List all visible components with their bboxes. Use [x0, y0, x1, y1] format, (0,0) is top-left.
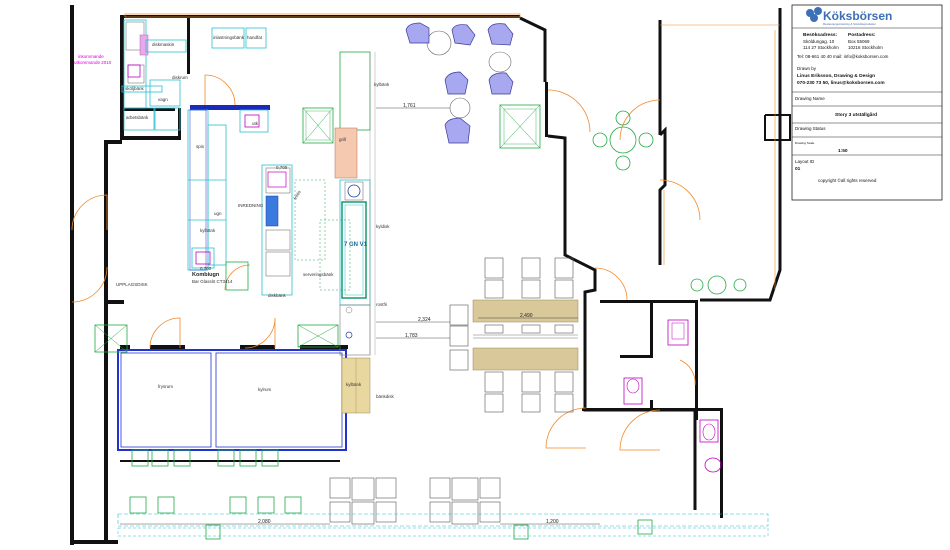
label-ugn: ugn	[214, 211, 222, 216]
drawing-scale: 1:50	[838, 148, 848, 154]
dimension-lines	[120, 107, 600, 525]
terrace-bands	[117, 513, 769, 537]
label-upplag: UPPLAGSDISK	[116, 282, 148, 287]
dim-2080: 2,080	[258, 519, 271, 525]
label-rostfri: rostfri	[376, 302, 387, 307]
toilets	[623, 319, 722, 473]
drawn-by-label: Drawn by	[797, 66, 817, 71]
dimension-labels: 1,761 2,324 1,783 2,490 2,080 1,200 0,70…	[200, 103, 559, 525]
drawing-status-label: Drawing Status	[795, 126, 826, 131]
walls	[70, 5, 791, 545]
dim-1761: 1,761	[403, 103, 416, 109]
label-inlastning: inlastningsbänk	[213, 35, 245, 40]
dish-area	[121, 19, 270, 133]
terrace-table	[592, 110, 747, 295]
label-sink: sköljbänk	[125, 86, 145, 91]
label-diskmaskin: diskmaskin	[152, 42, 175, 47]
company-logo: Köksbörsen Restaurangutrustning & Storkö…	[806, 7, 892, 26]
label-kylrum: kylrum	[258, 387, 272, 392]
label-diskbank: diskbänk	[268, 293, 287, 298]
company-name: Köksbörsen	[823, 9, 892, 23]
label-spis: spis	[196, 144, 205, 149]
label-fritos: fritös	[293, 189, 303, 201]
drawing-scale-label: Drawing Scale	[795, 141, 815, 145]
title-block: Köksbörsen Restaurangutrustning & Storkö…	[791, 4, 943, 201]
dim-1200: 1,200	[546, 519, 559, 525]
drawn-by: Linus Eriksson, Drawing & Design	[797, 73, 875, 79]
kitchen-equipment	[187, 51, 376, 414]
doors	[71, 74, 701, 451]
label-utk: utk	[252, 121, 259, 126]
dim-0700-b: 0,700	[200, 266, 212, 271]
label-serveringsbank: serveringsbänk	[303, 272, 334, 277]
address-line-1: Sköldungag. 10	[803, 39, 835, 44]
magenta-note-2: utkommande 2010	[74, 60, 112, 65]
label-disk: diskrum	[172, 75, 188, 80]
label-inredning: INREDNING	[238, 203, 264, 208]
room-labels: diskmaskin inlastningsbänk handfat diskr…	[74, 35, 395, 399]
company-tagline: Restaurangutrustning & Storköksprodukter	[823, 22, 876, 26]
drawing-name-label: Drawing Name	[795, 96, 825, 101]
windows	[124, 13, 780, 290]
dim-2324: 2,324	[418, 317, 431, 323]
layout-id-label: Layout ID	[795, 159, 815, 164]
label-bankdisk: bänkdisk	[376, 394, 395, 399]
label-vagn: vagn	[158, 97, 168, 102]
label-frysrum: frysrum	[158, 384, 173, 389]
label-7gn: 7 GN V1	[344, 242, 368, 248]
contact-info: Tel: 08-661 40 40 mail: info@koksborsen.…	[797, 54, 889, 59]
label-arbetsbank: arbetsbänk	[126, 115, 149, 120]
label-kombi: Kombiugn	[192, 272, 220, 278]
label-grill: grill	[339, 137, 346, 142]
postal-label: Postadress:	[848, 32, 876, 38]
green-benches	[129, 449, 653, 540]
long-tables	[449, 257, 579, 413]
dim-2490: 2,490	[520, 313, 533, 319]
label-handfat: handfat	[247, 35, 263, 40]
planters	[94, 104, 541, 353]
label-kyl-top: kylbänk	[374, 82, 390, 87]
address-line-2: 114 27 Stockholm	[803, 45, 839, 50]
dining-round-tables	[405, 22, 514, 144]
outdoor-tables	[329, 477, 501, 525]
dim-0700-a: 0,700	[276, 165, 288, 170]
address-label: Besöksadress:	[803, 32, 838, 38]
label-kylbank: kylbänk	[200, 228, 216, 233]
label-kyldisk: kyldisk	[376, 224, 390, 229]
label-kyl-small: kylbänk	[346, 382, 362, 387]
layout-id: 01	[795, 166, 801, 172]
dim-1783: 1,783	[405, 333, 418, 339]
drawn-by-contact: 070-230 73 50, linus@koksborsen.com	[797, 80, 885, 86]
postal-line-2: 10216 Stockholm	[848, 45, 883, 50]
copyright: copyright ©all rights reserved	[818, 177, 877, 183]
label-kombi-sub: Bar Glasslö CT3414	[192, 279, 233, 284]
drawing-name: Story 3 utställgård	[835, 111, 877, 118]
magenta-note-1: inkommande	[78, 54, 104, 59]
postal-line-1: Box 55069	[848, 39, 870, 44]
